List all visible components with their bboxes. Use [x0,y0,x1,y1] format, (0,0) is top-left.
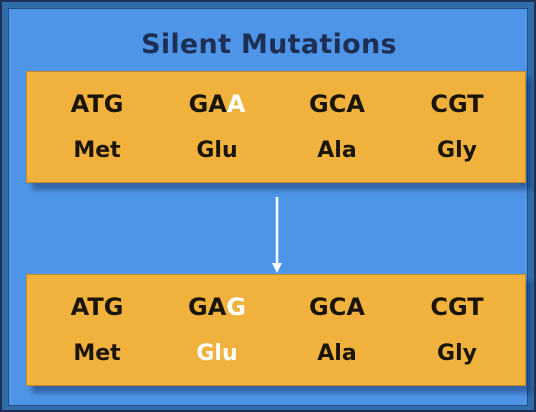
amino-acid-1: Met [73,341,121,366]
amino-acid-4: Gly [437,138,477,163]
down-arrow-icon [272,197,282,273]
codon-1: ATG [70,90,124,118]
amino-acid-2: Glu [196,138,238,163]
amino-acid-3: Ala [317,138,357,163]
mutated-base: G [226,293,246,321]
mutated-sequence-panel: ATG GAG GCA CGT Met Glu Ala Gly [26,274,526,386]
diagram-title: Silent Mutations [141,29,397,60]
mutated-base: A [226,90,246,118]
codon-3: GCA [309,293,365,321]
codon-4: CGT [430,90,484,118]
amino-acid-4: Gly [437,341,477,366]
amino-acid-1: Met [73,138,121,163]
codon-2: GAG [157,293,277,321]
amino-acid-2-highlighted: Glu [196,341,238,366]
codon-2-base: GA [188,293,227,321]
amino-acid-3: Ala [317,341,357,366]
original-sequence-panel: ATG GAA GCA CGT Met Glu Ala Gly [26,71,526,183]
slide-background: Silent Mutations ATG GAA GCA CGT Met Glu… [8,8,528,406]
codon-2-base: GA [188,90,227,118]
codon-3: GCA [309,90,365,118]
codon-2: GAA [157,90,277,118]
codon-1: ATG [70,293,124,321]
codon-4: CGT [430,293,484,321]
